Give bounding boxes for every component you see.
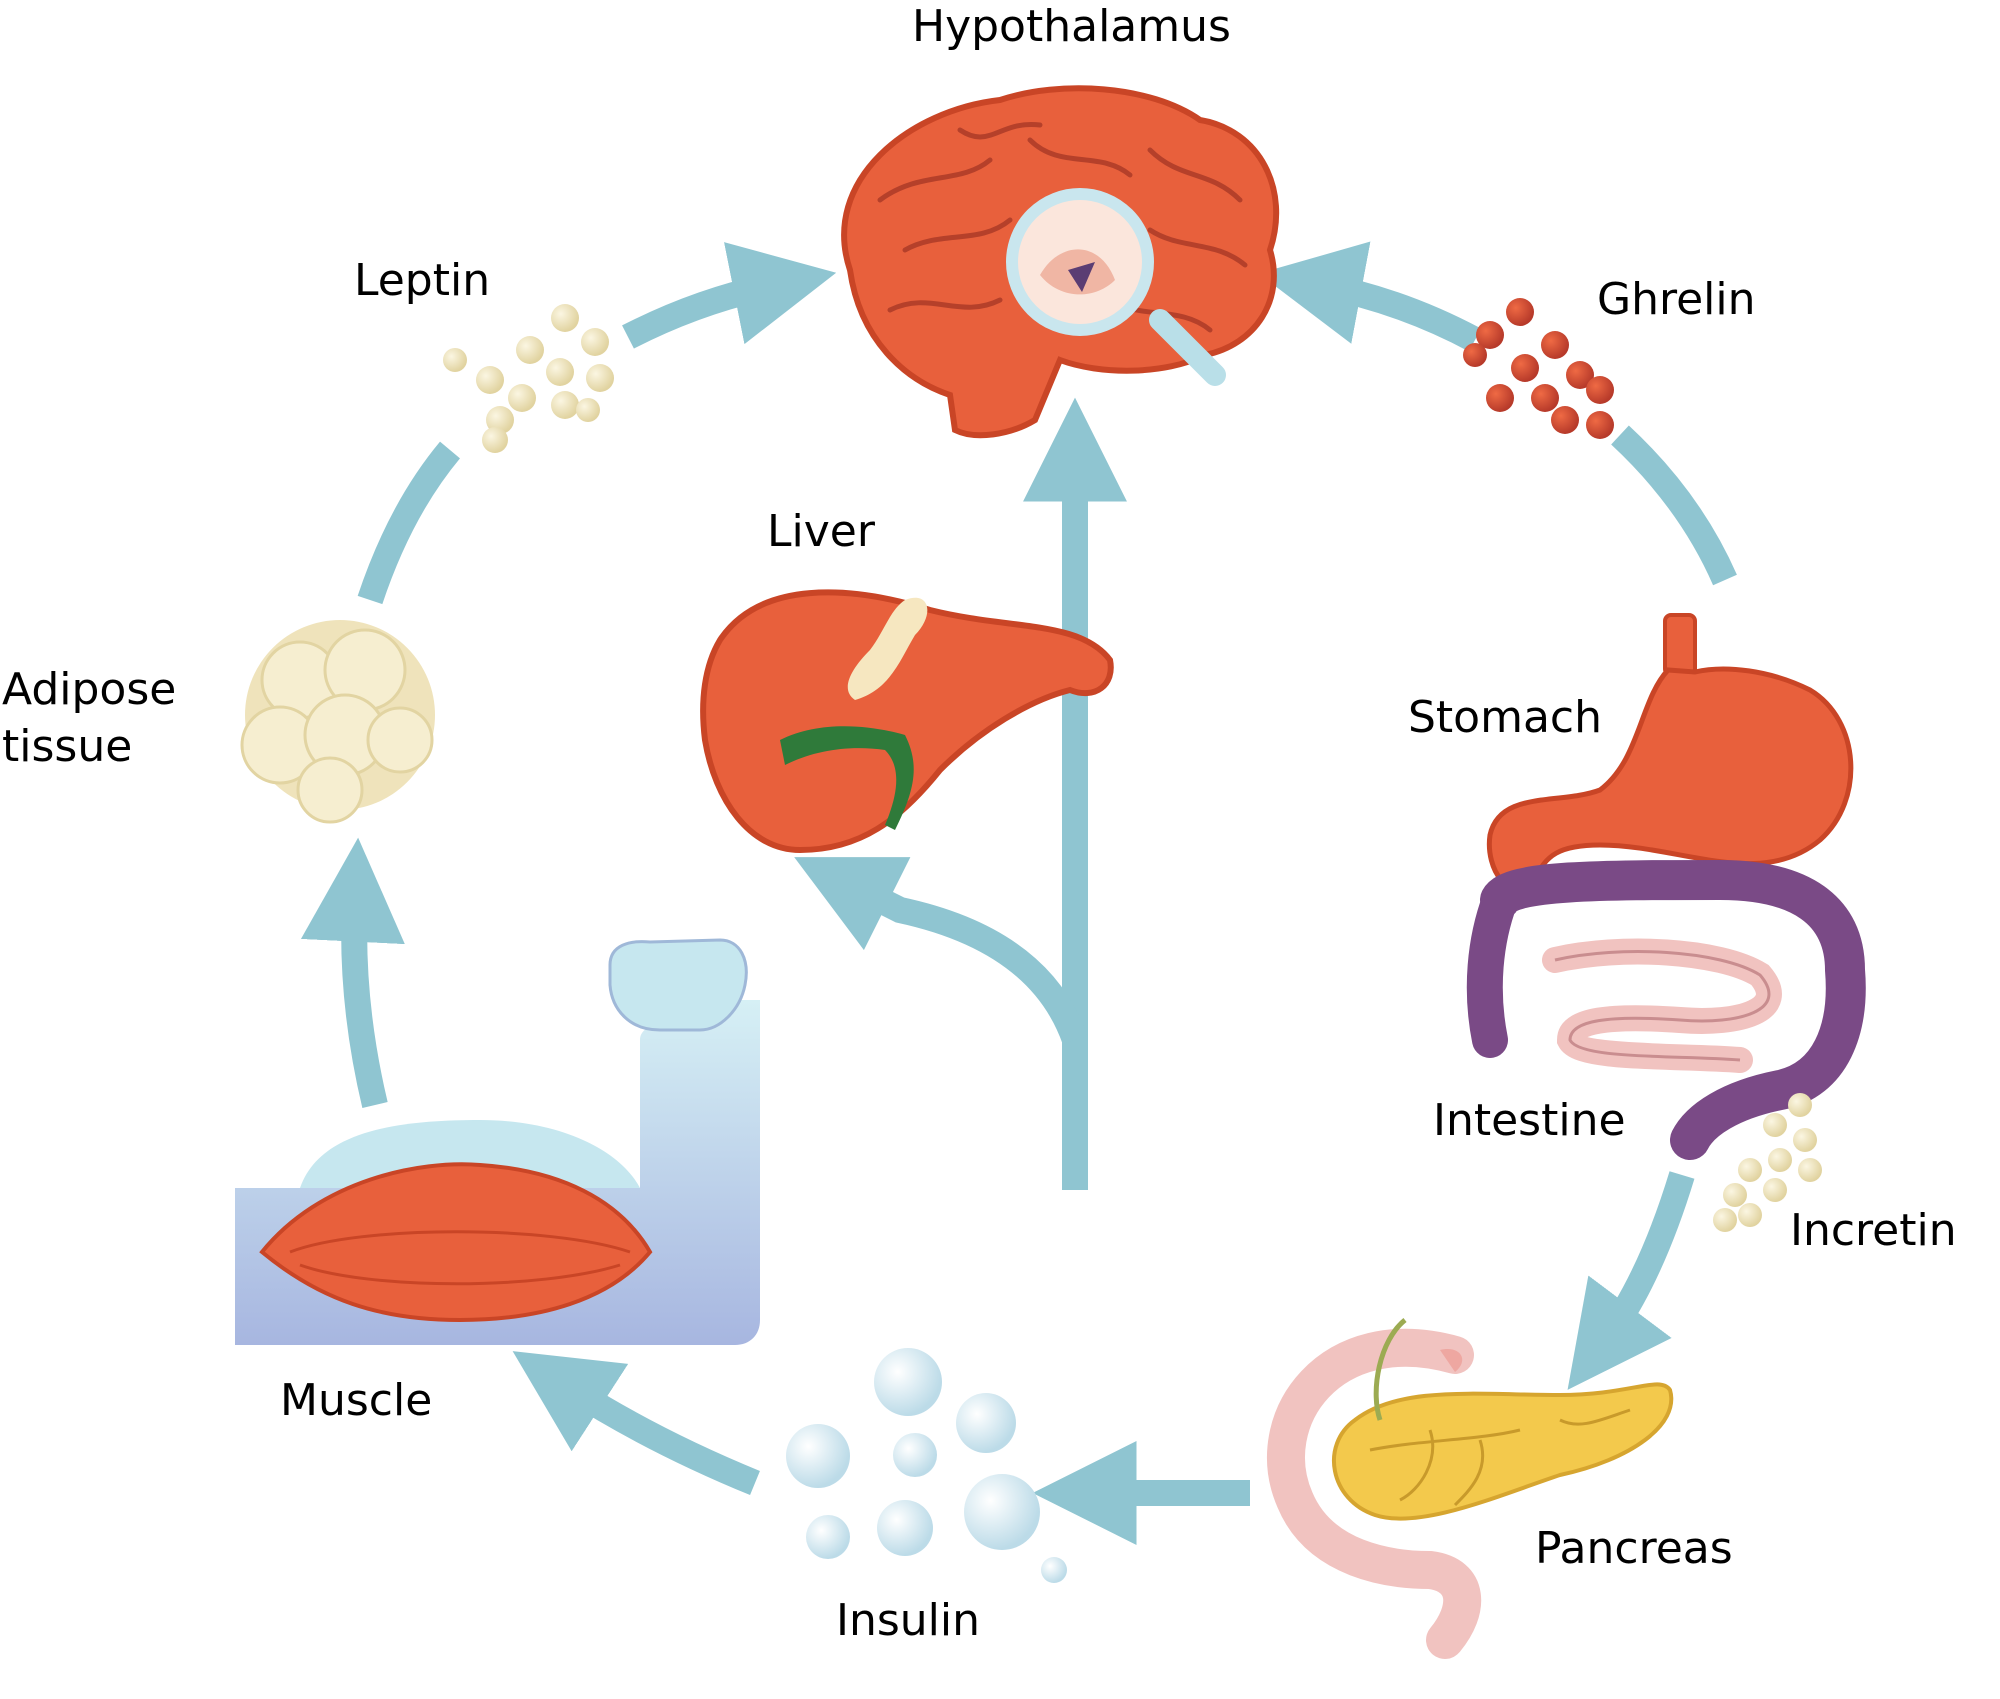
arrow-muscle-to-adipose: [300, 837, 405, 1109]
incretin-particles: [1713, 1093, 1822, 1232]
label-hypothalamus: Hypothalamus: [912, 1, 1231, 52]
leptin-particles: [443, 304, 614, 453]
cycle-arrows: [300, 241, 1737, 1545]
stomach-icon: [1486, 613, 1854, 891]
label-stomach: Stomach: [1408, 692, 1603, 743]
intestine-icon: [1466, 859, 1866, 1160]
label-liver: Liver: [767, 506, 875, 557]
label-ghrelin: Ghrelin: [1597, 274, 1756, 325]
label-insulin: Insulin: [836, 1595, 981, 1646]
arrow-intestine-to-pancreas: [1567, 1171, 1695, 1390]
arm-muscle-icon: [235, 938, 760, 1345]
magnifier-icon: [1006, 188, 1226, 386]
brain-icon: [841, 85, 1280, 439]
label-adipose-line1: Adipose: [2, 664, 177, 715]
label-pancreas: Pancreas: [1535, 1523, 1733, 1574]
arrow-to-liver-branch: [794, 857, 1088, 1045]
arrow-arc-adipose-leptin: [357, 441, 461, 605]
pancreas-icon: [1267, 1318, 1674, 1659]
adipose-icon: [240, 620, 435, 824]
label-leptin: Leptin: [354, 255, 491, 306]
arrow-ghrelin-to-hypothalamus: [1258, 241, 1482, 352]
arrow-insulin-to-muscle: [512, 1351, 760, 1496]
label-incretin: Incretin: [1790, 1205, 1957, 1256]
arrow-arc-ghrelin-stomach: [1611, 425, 1737, 586]
ghrelin-particles: [1463, 298, 1614, 439]
insulin-bubbles: [786, 1348, 1067, 1583]
liver-icon: [700, 589, 1114, 854]
label-intestine: Intestine: [1433, 1095, 1626, 1146]
label-muscle: Muscle: [280, 1375, 433, 1426]
arrow-leptin-to-hypothalamus: [622, 242, 837, 349]
label-adipose-line2: tissue: [2, 721, 133, 772]
